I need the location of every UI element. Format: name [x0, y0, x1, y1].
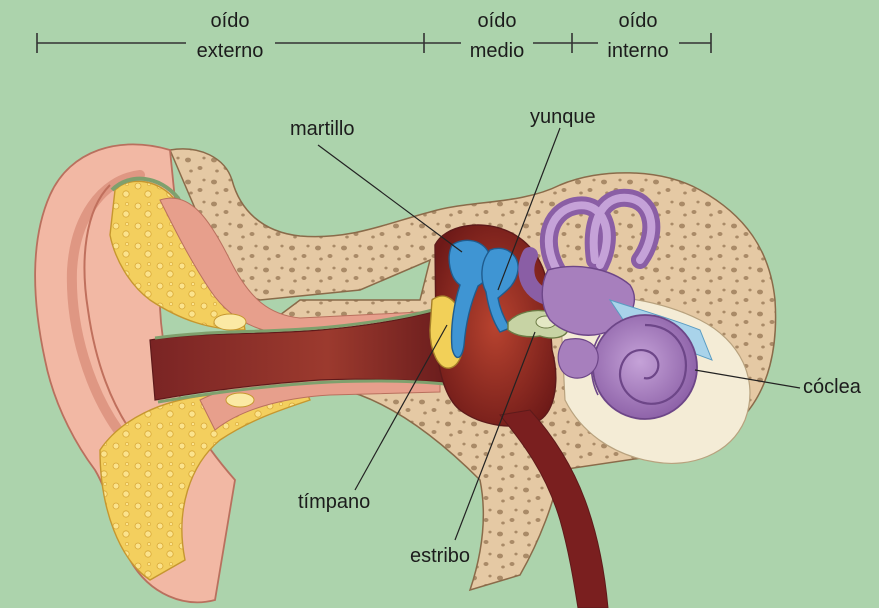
section-outer-line1: oído [211, 10, 250, 32]
label-timpano: tímpano [298, 491, 370, 513]
gland-upper [214, 314, 246, 330]
section-inner-line1: oído [619, 10, 658, 32]
section-inner-line2: interno [607, 40, 668, 62]
vestibule-lower-lobe [558, 339, 598, 378]
cochlea [591, 315, 697, 419]
gland-lower [226, 393, 254, 407]
section-middle-line2: medio [470, 40, 524, 62]
label-yunque: yunque [530, 106, 596, 128]
section-middle-line1: oído [478, 10, 517, 32]
section-outer-line2: externo [197, 40, 264, 62]
label-estribo: estribo [410, 545, 470, 567]
label-martillo: martillo [290, 118, 354, 140]
label-coclea: cóclea [803, 376, 862, 398]
